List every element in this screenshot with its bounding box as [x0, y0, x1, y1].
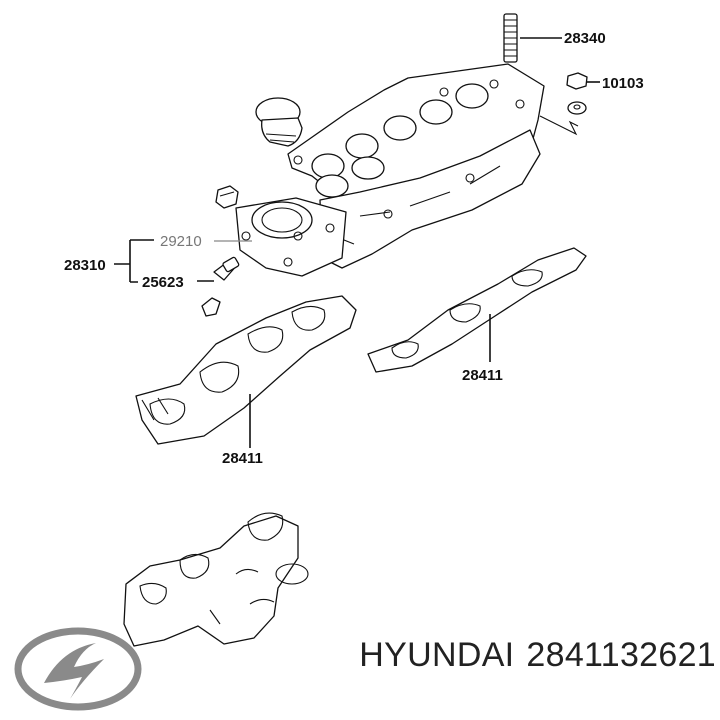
label-gasket-left: 28411: [222, 450, 263, 467]
gasket-right-part: [367, 247, 587, 373]
label-gasket-ref: 29210: [160, 233, 202, 250]
gasket-left-part: [135, 295, 357, 445]
brand-name: HYUNDAI: [359, 636, 515, 674]
stud-part: [503, 13, 518, 63]
label-manifold: 28310: [64, 257, 106, 274]
fitting-part: [213, 256, 240, 281]
nut-part: [566, 72, 588, 115]
label-fitting: 25623: [142, 274, 184, 291]
intake-manifold-part: [235, 63, 545, 277]
caption: HYUNDAI 2841132621: [312, 636, 716, 682]
leader-manifold: [114, 239, 154, 283]
cap-part: [255, 97, 303, 147]
label-nut: 10103: [602, 75, 644, 92]
plug-part: [215, 185, 239, 209]
label-stud: 28340: [564, 30, 606, 47]
bolt-part: [201, 297, 221, 317]
exhaust-manifold-part: [123, 512, 309, 647]
hyundai-logo-icon: [14, 627, 142, 711]
part-number: 2841132621: [526, 636, 716, 674]
label-gasket-right: 28411: [462, 367, 503, 384]
nut-break-line: [539, 115, 579, 136]
